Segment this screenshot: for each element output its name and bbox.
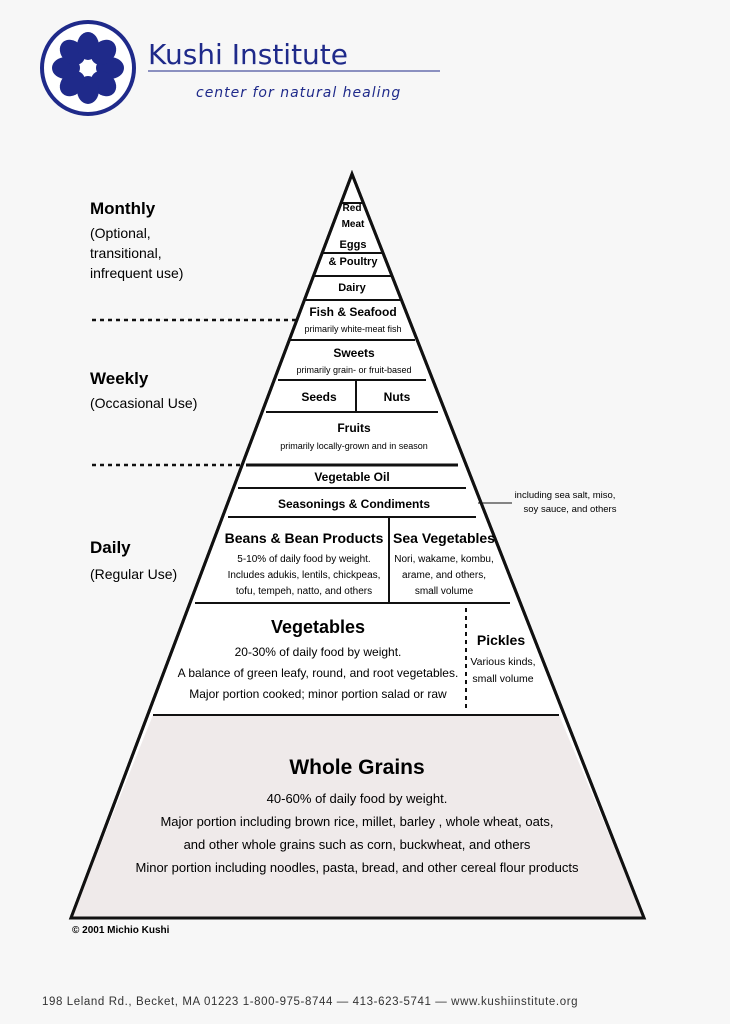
daily-title: Daily	[90, 538, 131, 557]
daily-line-1: (Regular Use)	[90, 566, 177, 582]
org-name: Kushi Institute	[148, 38, 348, 71]
red-meat-line-2: Meat	[342, 219, 365, 230]
eggs-line-1: Eggs	[340, 239, 367, 251]
seaveg-line-2: arame, and others,	[402, 570, 486, 581]
flower-center	[83, 63, 93, 73]
tier-seasonings: Seasonings & Condiments	[278, 497, 430, 511]
fish-note: primarily white-meat fish	[304, 324, 401, 334]
pickles-line-2: small volume	[472, 673, 533, 685]
tier-pickles: Pickles Various kinds, small volume	[470, 632, 535, 685]
grains-line-1: 40-60% of daily food by weight.	[267, 791, 448, 806]
tier-fruits: Fruits primarily locally-grown and in se…	[280, 421, 428, 451]
seasonings-note-2: soy sauce, and others	[524, 504, 617, 515]
sweets-title: Sweets	[333, 346, 375, 360]
seaveg-line-3: small volume	[415, 586, 474, 597]
vegetables-title: Vegetables	[271, 617, 365, 637]
tier-dairy: Dairy	[338, 282, 366, 294]
flower-petals	[52, 32, 124, 104]
beans-line-1: 5-10% of daily food by weight.	[237, 554, 370, 565]
red-meat-line-1: Red	[343, 203, 362, 214]
monthly-line-1: (Optional,	[90, 225, 151, 241]
beans-line-2: Includes adukis, lentils, chickpeas,	[228, 570, 381, 581]
grains-line-2: Major portion including brown rice, mill…	[160, 814, 553, 829]
monthly-line-2: transitional,	[90, 245, 162, 261]
copyright: © 2001 Michio Kushi	[72, 925, 170, 936]
tier-sea-vegetables: Sea Vegetables Nori, wakame, kombu, aram…	[393, 530, 495, 597]
label-weekly: Weekly (Occasional Use)	[90, 369, 197, 411]
vegetables-line-1: 20-30% of daily food by weight.	[235, 645, 402, 659]
tier-beans: Beans & Bean Products 5-10% of daily foo…	[225, 530, 384, 597]
pyramid-border	[68, 169, 647, 920]
whole-grains-band-fill	[71, 715, 644, 918]
sweets-note: primarily grain- or fruit-based	[296, 365, 411, 375]
seasonings-note-1: including sea salt, miso,	[515, 490, 616, 501]
tier-eggs-poultry: Eggs & Poultry	[329, 239, 379, 268]
weekly-line-1: (Occasional Use)	[90, 395, 197, 411]
tier-sweets: Sweets primarily grain- or fruit-based	[296, 346, 411, 375]
seaveg-line-1: Nori, wakame, kombu,	[394, 554, 493, 565]
tier-seeds: Seeds	[301, 390, 337, 404]
monthly-title: Monthly	[90, 199, 156, 218]
tier-fish-seafood: Fish & Seafood primarily white-meat fish	[304, 305, 401, 334]
pickles-title: Pickles	[477, 632, 525, 648]
grains-line-3: and other whole grains such as corn, buc…	[184, 837, 531, 852]
tier-dividers	[153, 202, 559, 716]
tier-vegetable-oil: Vegetable Oil	[314, 470, 389, 484]
tier-red-meat: Red Meat	[342, 203, 365, 230]
weekly-title: Weekly	[90, 369, 149, 388]
seaveg-title: Sea Vegetables	[393, 530, 495, 546]
beans-title: Beans & Bean Products	[225, 530, 384, 546]
label-daily: Daily (Regular Use)	[90, 538, 177, 582]
fruits-title: Fruits	[337, 421, 371, 435]
logo-seal	[40, 20, 136, 116]
grains-line-4: Minor portion including noodles, pasta, …	[136, 860, 579, 875]
tagline: center for natural healing	[196, 85, 401, 101]
label-monthly: Monthly (Optional, transitional, infrequ…	[90, 199, 183, 281]
pickles-line-1: Various kinds,	[470, 656, 535, 668]
monthly-line-3: infrequent use)	[90, 265, 183, 281]
beans-line-3: tofu, tempeh, natto, and others	[236, 586, 372, 597]
fruits-note: primarily locally-grown and in season	[280, 441, 428, 451]
tier-whole-grains: Whole Grains 40-60% of daily food by wei…	[136, 756, 579, 875]
eggs-line-2: & Poultry	[329, 256, 379, 268]
vegetables-line-3: Major portion cooked; minor portion sala…	[189, 687, 447, 701]
fish-title: Fish & Seafood	[309, 305, 396, 319]
flower-petal	[91, 39, 117, 65]
vegetables-line-2: A balance of green leafy, round, and roo…	[178, 666, 459, 680]
tier-nuts: Nuts	[384, 390, 411, 404]
tier-vegetables: Vegetables 20-30% of daily food by weigh…	[178, 617, 459, 701]
footer-address: 198 Leland Rd., Becket, MA 01223 1-800-9…	[42, 996, 578, 1008]
grains-title: Whole Grains	[289, 756, 424, 779]
